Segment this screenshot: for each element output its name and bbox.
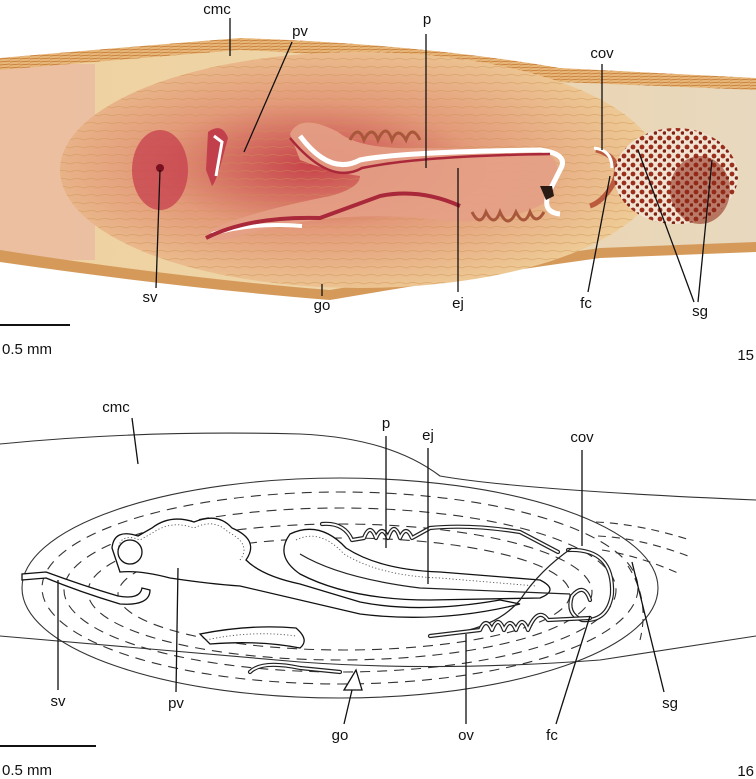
shell-gland-dashes <box>595 521 691 641</box>
p15-label-pv: pv <box>292 23 308 40</box>
p15-label-cmc: cmc <box>203 1 231 18</box>
lower-canal-wall <box>205 191 461 240</box>
panel-16-annotations: cmc p ej cov sv pv go ov fc sg 0.5 mm 16 <box>0 399 754 779</box>
oviduct-folds <box>470 207 546 223</box>
p16-figure-number: 16 <box>737 763 754 779</box>
p15-label-ej: ej <box>452 295 464 312</box>
p16-scale-label: 0.5 mm <box>2 762 52 779</box>
atrium-folds <box>348 129 422 145</box>
prostatic-vesicle-knob <box>117 539 143 565</box>
shell-glands-dense <box>670 156 730 224</box>
p16-label-pv: pv <box>168 695 184 712</box>
panel-16-drawing <box>0 432 756 699</box>
p15-leader-sg-2 <box>697 159 713 303</box>
p16-label-go: go <box>332 727 349 744</box>
body-outline-bottom <box>0 635 756 668</box>
p16-label-sv: sv <box>51 693 67 710</box>
prostatic-vesicle-lumen <box>213 134 224 177</box>
seminal-duct <box>21 571 151 605</box>
panel-15-annotations: cmc pv p cov sv go ej fc sg 0.5 mm 15 <box>0 1 754 364</box>
body-outline-top <box>0 432 756 501</box>
prostatic-vesicle-epithelium <box>117 523 245 561</box>
p15-label-p: p <box>423 11 431 28</box>
p16-leader-go <box>343 689 353 725</box>
female-canal-loop <box>565 547 615 623</box>
p15-leader-sv <box>155 169 161 289</box>
p15-label-cov: cov <box>590 45 614 62</box>
p15-leader-sg-1 <box>637 149 695 303</box>
p15-label-fc: fc <box>580 295 592 312</box>
gonopore-outline <box>342 668 363 691</box>
p16-leader-cmc <box>131 417 139 465</box>
p15-leader-pv <box>243 41 293 153</box>
atrium-folded-wall-lower-lumen <box>429 613 591 637</box>
lower-canal-epithelium <box>205 633 297 641</box>
penis-papilla-outline <box>283 528 551 601</box>
p16-leader-pv <box>175 567 179 693</box>
seminal-vesicle-lumen <box>156 164 164 172</box>
atrium-folded-wall-upper-lumen <box>321 522 559 553</box>
common-ovovitelline-duct <box>593 146 614 169</box>
p16-label-p: p <box>382 415 390 432</box>
prostatic-vesicle-outline <box>111 517 521 618</box>
p16-label-cmc: cmc <box>102 399 130 416</box>
penis-papilla-epithelium <box>295 535 537 587</box>
muscle-layer-top <box>0 38 756 90</box>
p15-label-sv: sv <box>143 289 159 306</box>
lower-bulb-canal-lumen <box>249 663 341 673</box>
p16-label-fc: fc <box>546 727 558 744</box>
p16-label-ov: ov <box>458 727 474 744</box>
p16-leader-sg <box>631 561 665 693</box>
p15-figure-number: 15 <box>737 347 754 364</box>
bulb-outline <box>21 477 659 699</box>
penis-epithelium <box>289 137 551 175</box>
copulatory-opening <box>540 186 554 200</box>
muscle-layer-bottom <box>0 242 756 300</box>
p15-scale-label: 0.5 mm <box>2 341 52 358</box>
p16-label-cov: cov <box>570 429 594 446</box>
panel-15-micrograph <box>0 38 756 300</box>
p15-leader-fc <box>587 175 611 293</box>
p15-label-sg: sg <box>692 303 708 320</box>
lower-canal-outline <box>198 626 305 649</box>
ejaculatory-duct-line <box>299 553 571 595</box>
p15-label-go: go <box>314 297 331 314</box>
p16-leader-fc <box>555 615 591 725</box>
p16-label-ej: ej <box>422 427 434 444</box>
p16-label-sg: sg <box>662 695 678 712</box>
